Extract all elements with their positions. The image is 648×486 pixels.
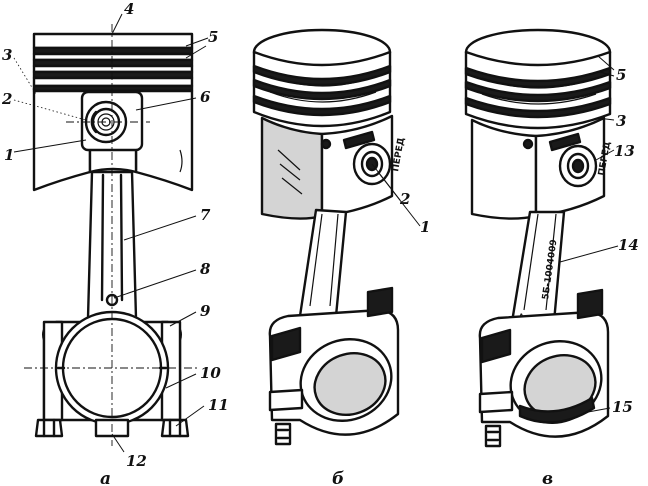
nut-left-a bbox=[34, 418, 64, 438]
ring-b2 bbox=[252, 78, 392, 101]
connecting-rod-shank-b bbox=[298, 208, 348, 318]
connecting-rod-shank-c bbox=[510, 210, 566, 324]
callout-12: 12 bbox=[126, 452, 147, 470]
callout-3: 3 bbox=[2, 46, 12, 64]
callout-3-c: 3 bbox=[616, 112, 626, 130]
callout-9: 9 bbox=[200, 302, 211, 320]
piston-skirt-c bbox=[470, 118, 538, 220]
piston-skirt-right-a bbox=[134, 89, 194, 192]
callout-14-c: 14 bbox=[618, 236, 639, 254]
front-mark-b: ПЕРЕД bbox=[391, 137, 407, 173]
ring-c3 bbox=[464, 96, 612, 119]
callout-4: 4 bbox=[124, 0, 134, 18]
callout-1: 1 bbox=[4, 146, 14, 164]
callout-6: 6 bbox=[200, 88, 211, 106]
callout-5-c: 5 bbox=[616, 66, 626, 84]
callout-1-b: 1 bbox=[420, 218, 430, 236]
cap-b bbox=[268, 388, 304, 412]
piston-pin-c bbox=[571, 158, 585, 174]
callout-2-b: 2 bbox=[399, 190, 410, 208]
ring-c2 bbox=[464, 80, 612, 103]
callout-7: 7 bbox=[200, 206, 211, 224]
callout-11: 11 bbox=[208, 396, 229, 414]
view-label-c: в bbox=[542, 469, 553, 486]
callout-8: 8 bbox=[200, 260, 211, 278]
callout-2: 2 bbox=[1, 90, 12, 108]
view-b-perspective-drawing: ПЕРЕД 2 1 б bbox=[252, 28, 430, 486]
callout-15-c: 15 bbox=[612, 398, 633, 416]
bearing-shell-c bbox=[518, 396, 596, 424]
callout-13-c: 13 bbox=[614, 142, 635, 160]
view-label-b: б bbox=[332, 469, 344, 486]
callout-5: 5 bbox=[208, 28, 218, 46]
nut-c bbox=[484, 424, 502, 448]
view-label-a: а bbox=[100, 469, 111, 486]
view-c-perspective-drawing: ПЕРЕД 5Б-1004009 A 5 3 13 14 15 в bbox=[464, 28, 639, 486]
callout-10: 10 bbox=[200, 364, 221, 382]
nut-b bbox=[274, 422, 292, 446]
view-a-sectional-drawing: 4 5 3 2 1 6 7 8 9 10 11 12 а bbox=[1, 0, 229, 486]
piston-crown-a bbox=[32, 32, 194, 50]
ring-b3 bbox=[252, 94, 392, 117]
piston-skirt-b bbox=[260, 116, 324, 220]
cap-c bbox=[478, 390, 514, 414]
nut-right-a bbox=[160, 418, 190, 438]
